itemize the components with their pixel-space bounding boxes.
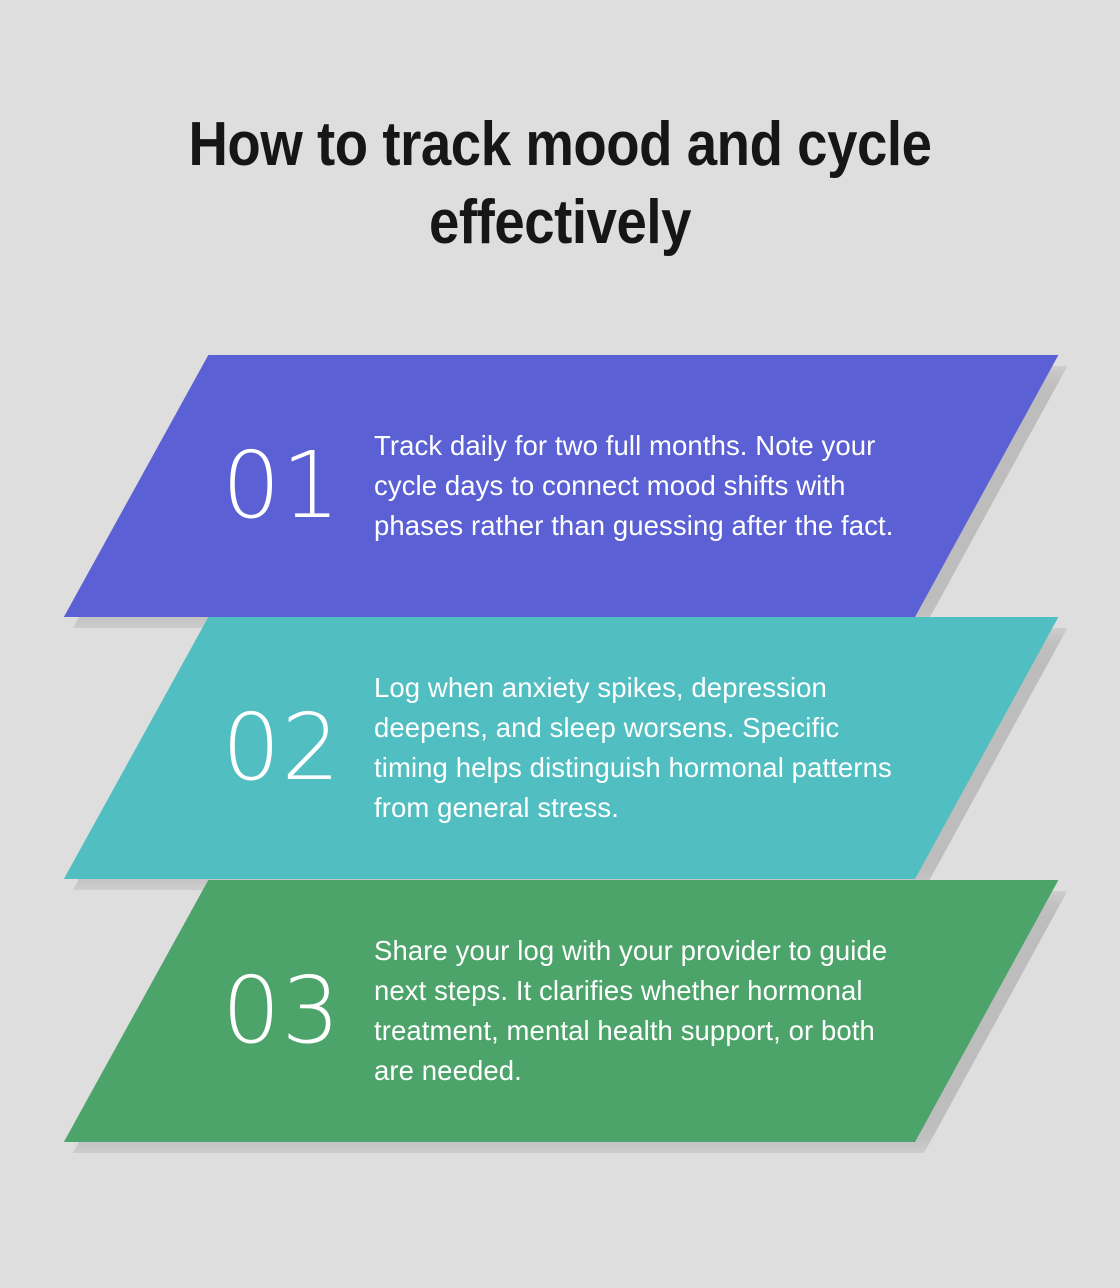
step-text-02: Log when anxiety spikes, depression deep… — [374, 672, 892, 823]
page-title: How to track mood and cycle effectively — [188, 110, 932, 257]
step-content-03: 03 Share your log with your provider to … — [0, 880, 1120, 1142]
step-text-03: Share your log with your provider to gui… — [374, 935, 888, 1086]
step-number-03: 03 — [222, 957, 342, 1064]
step-number-01: 01 — [222, 432, 342, 539]
step-content-02: 02 Log when anxiety spikes, depression d… — [0, 617, 1120, 879]
step-slab-02 — [63, 617, 1059, 879]
step-item-01: 01 Track daily for two full months. Note… — [0, 355, 1120, 628]
step-item-02: 02 Log when anxiety spikes, depression d… — [0, 617, 1120, 890]
step-slab-03 — [63, 880, 1059, 1142]
title-block: How to track mood and cycle effectively — [70, 106, 1050, 262]
step-number-02: 02 — [222, 694, 342, 801]
steps-list: 01 Track daily for two full months. Note… — [0, 355, 1120, 1153]
step-content-01: 01 Track daily for two full months. Note… — [0, 355, 1120, 617]
step-item-03: 03 Share your log with your provider to … — [0, 880, 1120, 1153]
step-slab-01 — [63, 355, 1059, 617]
step-text-01: Track daily for two full months. Note yo… — [374, 430, 894, 541]
